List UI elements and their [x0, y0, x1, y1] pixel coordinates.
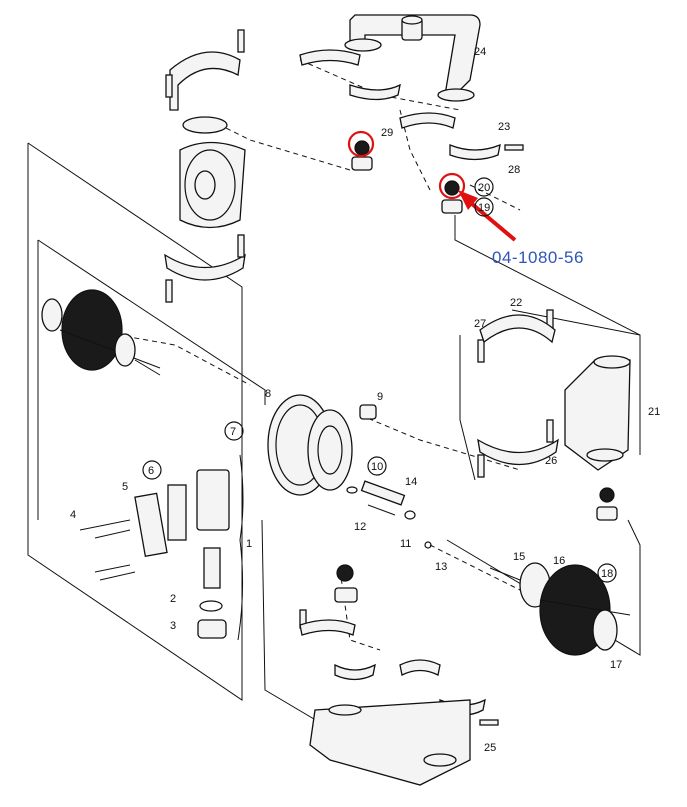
label-15: 15 — [513, 551, 525, 563]
right-diaphragm-group — [519, 562, 631, 656]
shaft-parts — [346, 480, 521, 581]
label-5: 5 — [122, 481, 128, 493]
label-21: 21 — [648, 406, 660, 418]
label-2: 2 — [170, 593, 176, 605]
label-20: 20 — [478, 182, 490, 194]
label-12: 12 — [354, 521, 366, 533]
left-elbow-manifold — [164, 51, 246, 281]
label-3: 3 — [170, 620, 176, 632]
label-circles — [142, 177, 617, 583]
top-clamps — [299, 49, 501, 161]
label-24: 24 — [474, 46, 486, 58]
label-10: 10 — [371, 461, 383, 473]
label-6: 6 — [148, 465, 154, 477]
part-labels: 1 2 3 4 5 6 7 8 9 10 11 12 13 14 15 16 1… — [70, 46, 660, 754]
part-number-callout: 04-1080-56 — [492, 248, 584, 267]
left-diaphragm-group — [41, 289, 161, 376]
right-chamber — [477, 314, 631, 471]
label-28: 28 — [508, 164, 520, 176]
label-16: 16 — [553, 555, 565, 567]
label-7: 7 — [230, 426, 236, 438]
label-22: 22 — [510, 297, 522, 309]
label-23: 23 — [498, 121, 510, 133]
fasteners — [165, 29, 554, 726]
top-manifold — [344, 14, 481, 102]
assembly-frames — [27, 142, 641, 771]
label-11: 11 — [400, 538, 411, 550]
label-18: 18 — [601, 568, 613, 580]
center-section — [267, 394, 377, 496]
label-25: 25 — [484, 742, 496, 754]
label-26: 26 — [545, 455, 557, 467]
bottom-manifold — [299, 619, 486, 786]
check-valves — [334, 140, 618, 603]
highlight-marks — [347, 130, 517, 242]
label-19: 19 — [478, 202, 490, 214]
label-9: 9 — [377, 391, 383, 403]
label-29: 29 — [381, 127, 393, 139]
label-1: 1 — [246, 538, 252, 550]
pilot-valve-group — [79, 454, 244, 641]
label-13: 13 — [435, 561, 447, 573]
label-27: 27 — [474, 318, 486, 330]
label-17: 17 — [610, 659, 622, 671]
label-4: 4 — [70, 509, 76, 521]
label-8: 8 — [265, 388, 271, 400]
label-14: 14 — [405, 476, 417, 488]
